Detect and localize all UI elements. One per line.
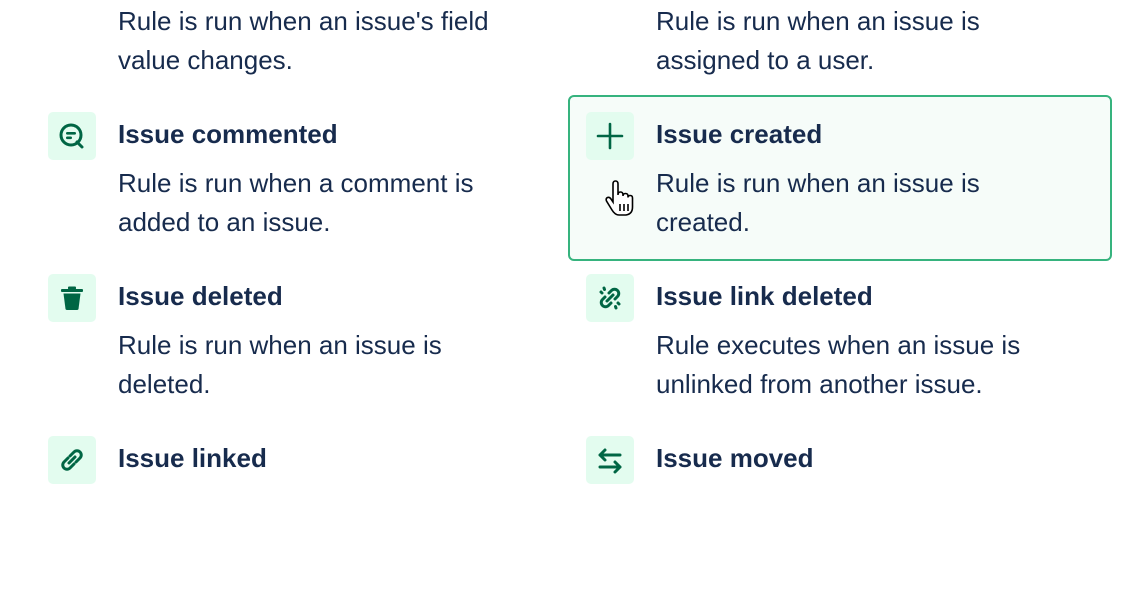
trash-icon xyxy=(48,274,96,322)
trigger-issue-deleted[interactable]: Issue deleted Rule is run when an issue … xyxy=(48,274,548,436)
trigger-title: Issue link deleted xyxy=(656,281,873,311)
trigger-title: Issue linked xyxy=(118,443,267,473)
arrows-swap-icon xyxy=(586,436,634,484)
trigger-issue-link-deleted[interactable]: Issue link deleted Rule executes when an… xyxy=(586,274,1086,436)
plus-icon xyxy=(586,112,634,160)
trigger-title: Issue created xyxy=(656,119,823,149)
trigger-issue-commented[interactable]: Issue commented Rule is run when a comme… xyxy=(48,112,548,274)
unlink-icon xyxy=(586,274,634,322)
comment-icon xyxy=(48,112,96,160)
trigger-issue-created[interactable]: Issue created Rule is run when an issue … xyxy=(586,112,1086,274)
trigger-title: Issue deleted xyxy=(118,281,283,311)
hand-pointer-cursor-icon xyxy=(605,180,634,216)
trigger-title: Issue moved xyxy=(656,443,814,473)
link-icon xyxy=(48,436,96,484)
selected-trigger-card[interactable] xyxy=(568,95,1112,261)
trigger-issue-moved[interactable]: Issue moved xyxy=(586,436,1086,598)
trigger-issue-linked[interactable]: Issue linked xyxy=(48,436,548,598)
trigger-title: Issue commented xyxy=(118,119,338,149)
